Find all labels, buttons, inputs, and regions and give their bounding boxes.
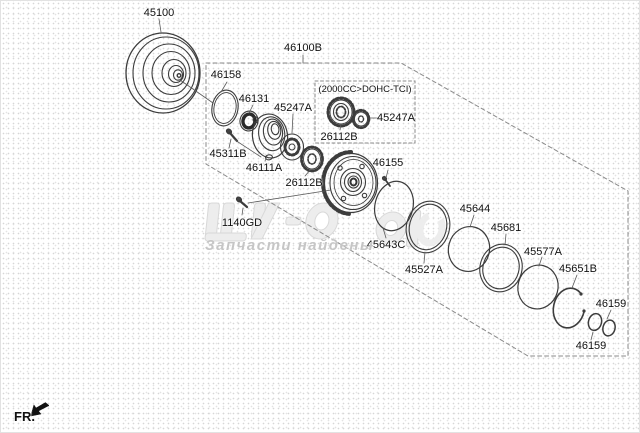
o-ring-46158-drawing: [211, 89, 239, 127]
leader-lines: [158, 18, 612, 341]
front-marker-label: FR.: [14, 409, 35, 424]
part-label-45311b: 45311B: [209, 148, 247, 160]
ring-45643c-drawing: [373, 180, 415, 232]
part-label-45577a: 45577A: [524, 246, 562, 258]
part-label-46159-lower: 46159: [575, 340, 607, 352]
variant-gear-26112b-drawing: [326, 96, 356, 128]
watermark-caption: Запчасти найдены: [205, 237, 375, 254]
part-label-45247a-variant: 45247A: [377, 112, 415, 124]
part-label-46158: 46158: [210, 69, 242, 81]
race-45527a-drawing: [405, 200, 451, 254]
part-label-45681: 45681: [490, 222, 522, 234]
part-label-45100: 45100: [143, 7, 175, 19]
torque-converter-drawing: [125, 32, 201, 114]
variant-box-title: (2000CC>DOHC-TCI): [318, 84, 412, 95]
part-label-26112b: 26112B: [285, 177, 323, 189]
snap-ring-45651b-drawing: [552, 287, 586, 329]
part-label-45527a: 45527A: [405, 264, 443, 276]
bolt-46155-drawing: [381, 175, 391, 187]
group-outline-46100b: [205, 62, 629, 357]
bolt-1140gd-drawing: [235, 196, 249, 209]
pump-cover-46111a-drawing: [251, 113, 289, 161]
bolt-45311b-drawing: [225, 128, 239, 143]
part-label-45651b: 45651B: [559, 263, 597, 275]
part-label-45644: 45644: [459, 203, 491, 215]
part-label-46100b: 46100B: [284, 42, 322, 54]
part-label-46131: 46131: [238, 93, 270, 105]
part-label-26112b-variant: 26112B: [320, 131, 358, 143]
race-45681-drawing: [479, 243, 523, 293]
variant-gear-45247a-drawing: [351, 108, 371, 130]
part-label-45247a: 45247A: [274, 102, 312, 114]
ring-45644-drawing: [447, 226, 491, 272]
drive-gear-26112b-drawing: [300, 145, 324, 173]
ring-46159-right-drawing: [602, 319, 616, 337]
ring-45577a-drawing: [517, 264, 559, 310]
ring-46159-left-drawing: [587, 312, 603, 332]
pump-body-drawing: [321, 150, 379, 216]
inner-rotor-45247a-drawing: [279, 133, 305, 161]
oil-seal-46131-drawing: [239, 110, 259, 132]
part-label-46111a: 46111A: [245, 162, 283, 174]
part-label-46159-upper: 46159: [595, 298, 627, 310]
part-label-1140gd: 1140GD: [221, 217, 263, 229]
part-label-45643c: 45643C: [366, 239, 406, 251]
part-label-46155: 46155: [372, 157, 404, 169]
